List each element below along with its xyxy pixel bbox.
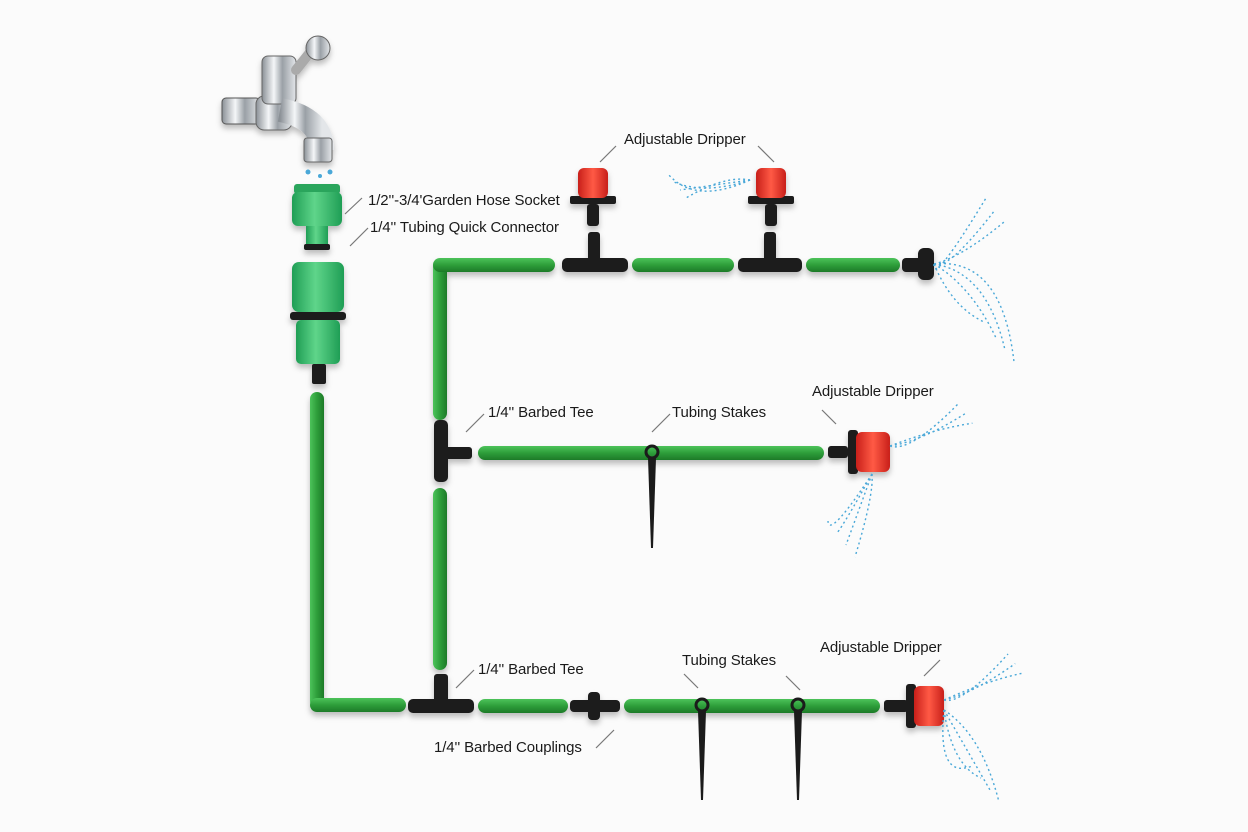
spray-stream — [667, 173, 751, 192]
water-spray-icon — [667, 173, 1023, 803]
tube-bottom-seg-1 — [478, 699, 568, 713]
spray-stream — [933, 263, 1006, 351]
tubing-quick-connector — [290, 262, 346, 384]
label-barbed-tee-mid: 1/4'' Barbed Tee — [488, 404, 594, 421]
tubing — [310, 258, 900, 713]
label-adjustable-dripper-mid: Adjustable Dripper — [812, 383, 934, 400]
spray-stream — [685, 178, 751, 199]
spray-stream — [854, 473, 873, 558]
spray-stream — [943, 709, 982, 779]
label-barbed-tee-bottom: 1/4'' Barbed Tee — [478, 661, 584, 678]
tube-branch-lower-vertical — [433, 488, 447, 670]
label-tubing-stakes-bottom: Tubing Stakes — [682, 652, 777, 669]
barbed-tee-bottom — [408, 674, 474, 713]
tube-top-seg-2 — [632, 258, 734, 272]
dripper-top-2 — [748, 168, 794, 226]
spray-stream — [933, 263, 985, 323]
leader-lines — [344, 145, 941, 749]
water-drops-icon — [305, 169, 333, 178]
spray-stream — [933, 197, 987, 270]
label-adjustable-dripper-top: Adjustable Dripper — [624, 131, 746, 148]
spray-stream — [827, 473, 873, 526]
dripper-mid — [828, 430, 890, 474]
spray-stream — [943, 709, 1000, 803]
spray-stream — [889, 403, 959, 448]
dripper-bottom — [884, 684, 944, 728]
spray-stream — [943, 653, 1009, 702]
spray-stream — [933, 263, 997, 339]
spray-stream — [933, 221, 1005, 265]
spray-stream — [673, 179, 751, 189]
spray-stream — [943, 672, 1023, 701]
label-garden-hose-socket: 1/2''-3/4'Garden Hose Socket — [368, 192, 560, 209]
tube-branch-upper-vertical — [433, 260, 447, 420]
dripper-top-1 — [570, 168, 616, 226]
spray-stream — [933, 209, 996, 266]
tube-bottom-seg-2 — [624, 699, 880, 713]
spray-stream — [943, 663, 1016, 701]
tubing-stake-bottom-2 — [790, 697, 806, 800]
barbed-coupling — [570, 692, 620, 720]
barbed-tee-top-2 — [738, 232, 802, 272]
spray-stream — [679, 179, 751, 191]
label-adjustable-dripper-bottom: Adjustable Dripper — [820, 639, 942, 656]
faucet — [221, 35, 334, 163]
tube-top-seg-3 — [806, 258, 900, 272]
barbed-tee-mid — [434, 420, 472, 482]
label-tubing-quick-connector: 1/4'' Tubing Quick Connector — [370, 219, 559, 236]
tube-main-vertical — [310, 392, 324, 708]
tubing-stake-mid — [644, 444, 660, 548]
label-barbed-couplings: 1/4'' Barbed Couplings — [434, 739, 582, 756]
end-sprayer-fitting — [902, 248, 934, 280]
barbed-tee-top-1 — [562, 232, 628, 272]
spray-stream — [943, 709, 991, 791]
tubing-stake-bottom-1 — [694, 697, 710, 800]
label-tubing-stakes-mid: Tubing Stakes — [672, 404, 767, 421]
spray-stream — [889, 422, 973, 447]
spray-stream — [836, 473, 873, 534]
tube-bottom-elbow — [310, 698, 406, 712]
spray-stream — [889, 413, 966, 447]
spray-stream — [942, 709, 973, 769]
spray-stream — [933, 262, 1015, 363]
tube-top-elbow — [433, 258, 555, 272]
tube-mid — [478, 446, 824, 460]
garden-hose-socket — [292, 184, 342, 250]
